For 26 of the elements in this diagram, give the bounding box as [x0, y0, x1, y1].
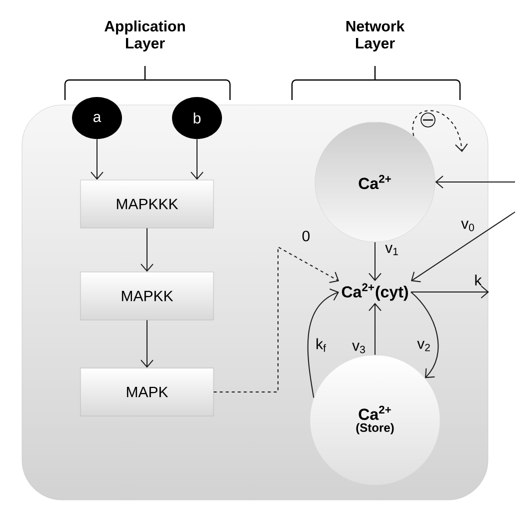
arrow	[412, 110, 468, 152]
arrow	[410, 212, 516, 282]
arrow	[368, 242, 382, 282]
arrow	[368, 302, 382, 356]
arrow	[307, 288, 340, 398]
arrow	[140, 320, 154, 368]
edge-label: v$_{2}$	[417, 340, 430, 352]
edge-label: k$_{f}$	[316, 338, 326, 352]
arrow	[410, 292, 439, 378]
arrow	[410, 286, 489, 298]
arrow	[435, 176, 516, 188]
process-box: MAPKKK	[80, 180, 214, 228]
edge-label: 0	[302, 230, 310, 242]
edge-label: v$_{1}$	[385, 244, 398, 256]
process-box: MAPK	[80, 368, 214, 416]
arrow	[90, 138, 104, 180]
heading-text: Application Layer	[104, 20, 185, 52]
edge-label: k	[475, 274, 482, 286]
species-label: Ca$^{2+}$(cyt)	[342, 283, 408, 301]
heading-text: Network Layer	[346, 20, 405, 52]
edge-label: v$_{3}$	[352, 342, 365, 354]
arrow	[190, 138, 204, 180]
process-box: MAPKK	[80, 272, 214, 320]
edge-label: v$_{0}$	[461, 220, 474, 232]
arrow	[213, 246, 340, 392]
arrow	[140, 228, 154, 272]
